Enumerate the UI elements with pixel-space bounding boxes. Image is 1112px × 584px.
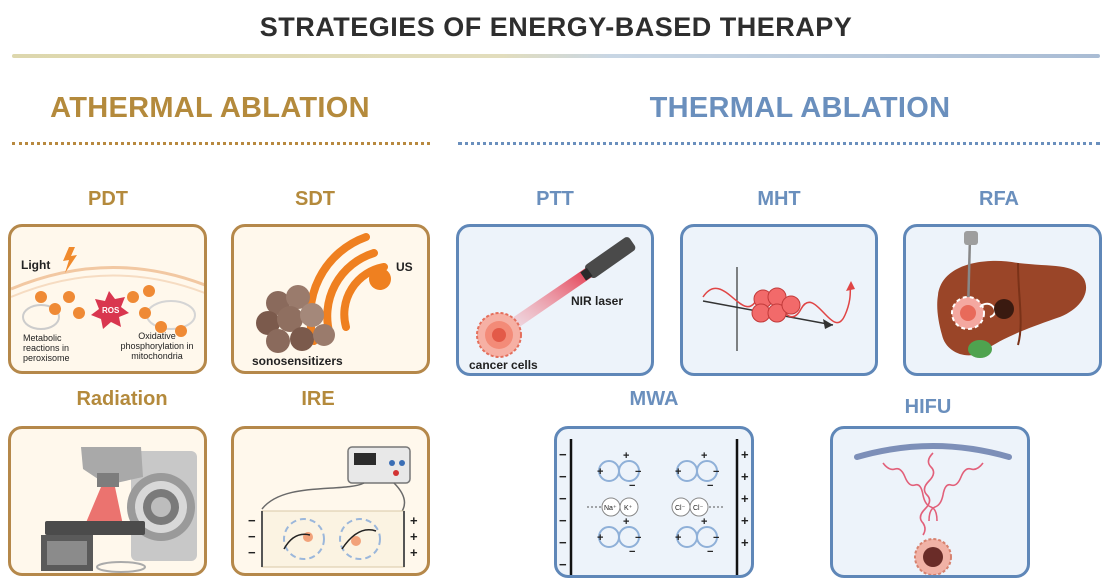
hifu-card [830, 426, 1030, 578]
lightning-icon [63, 247, 77, 273]
ire-card: −−− +++ [231, 426, 430, 576]
svg-text:−: − [635, 532, 641, 544]
svg-text:+: + [410, 529, 418, 544]
nir-laser-device-icon [580, 237, 636, 281]
svg-text:+: + [741, 469, 749, 484]
pdt-label: PDT [88, 188, 128, 210]
ros-burst-icon [91, 291, 129, 329]
sdt-us-text: US [396, 260, 413, 274]
sdt-sonosensitizers-text: sonosensitizers [252, 354, 343, 368]
svg-text:+: + [623, 450, 629, 462]
svg-text:−: − [559, 513, 567, 528]
pdt-card: Light ROS Metabolic reactions in peroxis… [8, 224, 207, 374]
svg-text:+: + [623, 516, 629, 528]
page-title: STRATEGIES OF ENERGY-BASED THERAPY [259, 12, 853, 42]
mwa-cl-ion-text: Cl⁻ [675, 505, 686, 512]
thermal-dotted-divider [458, 142, 1100, 145]
svg-text:Cl⁻: Cl⁻ [693, 505, 704, 512]
svg-text:−: − [248, 529, 256, 544]
svg-text:+: + [675, 466, 681, 478]
mwa-card: −−−−−− +++++ ++−− ++−− ++−− ++−− Na⁺ K⁺ … [554, 426, 754, 578]
svg-text:+: + [741, 491, 749, 506]
svg-text:+: + [597, 532, 603, 544]
mht-label: MHT [757, 188, 801, 210]
svg-text:Oxidative: Oxidative [138, 331, 176, 341]
ptt-nir-laser-text: NIR laser [571, 294, 623, 308]
svg-text:+: + [597, 466, 603, 478]
title-divider [12, 54, 1100, 58]
us-source-icon [369, 268, 391, 290]
svg-text:−: − [707, 546, 713, 558]
tumor-icon [914, 538, 952, 575]
svg-text:+: + [741, 513, 749, 528]
svg-text:−: − [248, 513, 256, 528]
svg-text:+: + [675, 532, 681, 544]
mwa-na-ion-text: Na⁺ [604, 505, 617, 512]
ptt-cancer-cells-text: cancer cells [469, 358, 538, 372]
ptt-card: NIR laser cancer cells [456, 224, 654, 376]
pdt-light-text: Light [21, 258, 50, 272]
svg-text:−: − [707, 480, 713, 492]
athermal-ablation-heading: ATHERMAL ABLATION [50, 92, 370, 124]
pdt-ros-text: ROS [102, 306, 120, 315]
svg-text:−: − [713, 466, 719, 478]
svg-text:−: − [559, 469, 567, 484]
rfa-label: RFA [979, 188, 1019, 210]
mwa-label: MWA [629, 388, 679, 410]
athermal-dotted-divider [12, 142, 430, 145]
svg-text:−: − [559, 557, 567, 572]
svg-text:−: − [559, 491, 567, 506]
radiation-label: Radiation [76, 388, 168, 410]
svg-text:Metabolic: Metabolic [23, 333, 62, 343]
svg-text:−: − [248, 545, 256, 560]
cancer-cell-icon [476, 312, 522, 358]
ptt-label: PTT [536, 188, 574, 210]
svg-text:−: − [559, 447, 567, 462]
rfa-card [903, 224, 1102, 376]
svg-text:peroxisome: peroxisome [23, 353, 70, 363]
svg-text:reactions in: reactions in [23, 343, 69, 353]
svg-text:−: − [713, 532, 719, 544]
svg-text:−: − [629, 546, 635, 558]
svg-text:−: − [635, 466, 641, 478]
svg-text:+: + [410, 513, 418, 528]
sonosensitizer-cluster-icon [256, 285, 335, 353]
ire-label: IRE [301, 388, 335, 410]
svg-text:+: + [741, 447, 749, 462]
hifu-label: HIFU [904, 396, 952, 418]
sdt-label: SDT [295, 188, 335, 210]
svg-text:−: − [629, 480, 635, 492]
svg-text:phosphorylation in: phosphorylation in [120, 341, 193, 351]
thermal-ablation-heading: THERMAL ABLATION [649, 92, 951, 124]
svg-text:+: + [701, 516, 707, 528]
radiation-card [8, 426, 207, 576]
nanoparticle-cluster-icon [751, 287, 801, 323]
svg-text:+: + [410, 545, 418, 560]
svg-text:+: + [701, 450, 707, 462]
svg-text:mitochondria: mitochondria [131, 351, 183, 361]
svg-text:+: + [741, 535, 749, 550]
mht-card [680, 224, 878, 376]
sdt-card: US sonosensitizers [231, 224, 430, 374]
mwa-k-ion-text: K⁺ [624, 505, 633, 512]
svg-text:−: − [559, 535, 567, 550]
